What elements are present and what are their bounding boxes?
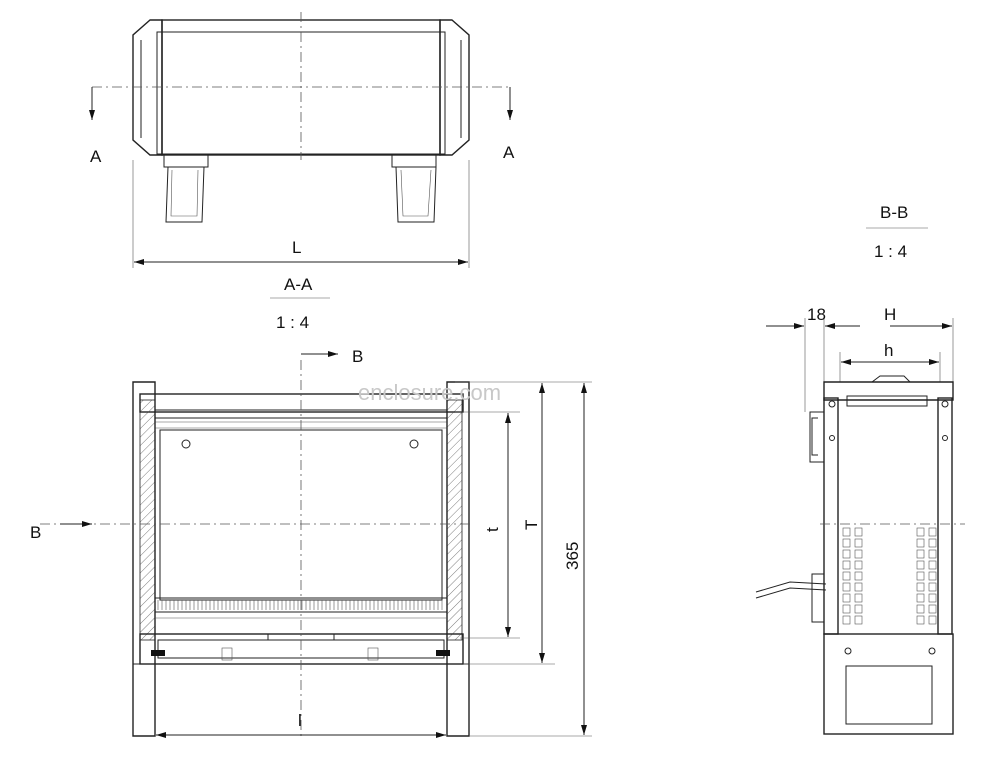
dimension-inner-height-label: h bbox=[884, 341, 893, 360]
rail-ticks bbox=[157, 600, 443, 610]
section-a-view: A-A 1 : 4 bbox=[30, 275, 592, 740]
section-marker-a-right: A bbox=[503, 143, 515, 162]
cut-marker-b-left: B bbox=[30, 523, 41, 542]
section-a-title: A-A bbox=[284, 275, 313, 294]
section-b-title: B-B bbox=[880, 203, 908, 222]
cut-marker-b-top: B bbox=[352, 347, 363, 366]
section-marker-a-left: A bbox=[90, 147, 102, 166]
top-view: A A L bbox=[89, 12, 515, 268]
foot-right bbox=[391, 154, 437, 223]
section-b-view: B-B 1 : 4 18 H h bbox=[755, 203, 965, 735]
dimension-side-label: 18 bbox=[807, 305, 826, 324]
vent-slots bbox=[842, 527, 937, 625]
dimension-inner-length-label: l bbox=[298, 711, 302, 730]
foot-left bbox=[163, 154, 209, 223]
dimension-overall-label: 365 bbox=[563, 542, 582, 570]
dimension-height-label: H bbox=[884, 305, 896, 324]
dimension-inner-depth-label: t bbox=[483, 527, 502, 532]
section-b-scale: 1 : 4 bbox=[874, 242, 907, 261]
watermark: enclosure.com bbox=[358, 380, 501, 405]
section-a-scale: 1 : 4 bbox=[276, 313, 309, 332]
dimension-outer-depth-label: T bbox=[522, 520, 541, 530]
dimension-length-label: L bbox=[292, 238, 301, 257]
